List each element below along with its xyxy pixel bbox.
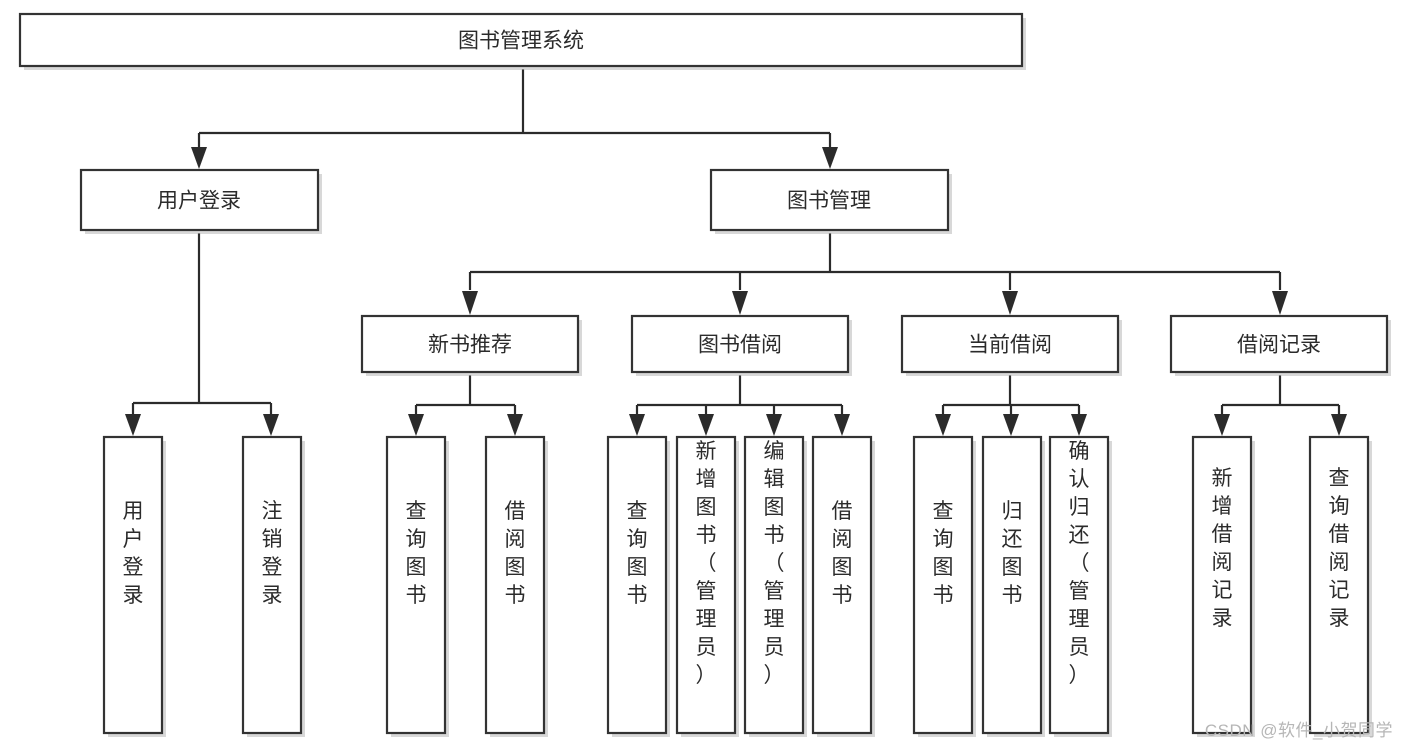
leaf-query-record-label: 查询借阅记录: [1329, 467, 1350, 630]
arrow-to-leaf-logout: [263, 414, 279, 436]
node-root[interactable]: 图书管理系统: [18, 12, 1026, 70]
arrow-to-leaf-user-login: [125, 414, 141, 436]
leaf-borrow-book-2-label: 借阅图书: [832, 500, 853, 607]
leaf-node-query-book-3[interactable]: 查询图书: [912, 435, 976, 737]
leaf-edit-book-admin-label: 编辑图书（管理员）: [764, 440, 785, 687]
arrow-to-leaf-query-book-2: [629, 414, 645, 436]
arrow-to-book-manage: [822, 147, 838, 169]
leaf-return-book-box[interactable]: [981, 435, 1043, 735]
leaf-query-book-1-label: 查询图书: [406, 500, 427, 607]
edge-root-to-level2-bus: [197, 69, 832, 150]
arrow-to-leaf-edit-book-admin: [766, 414, 782, 436]
leaf-edit-book-admin-box[interactable]: [743, 435, 805, 735]
leaf-logout-box[interactable]: [241, 435, 303, 735]
new-book-rec-box[interactable]: [360, 314, 580, 374]
edge-bookborrow-to-leaves-bus: [635, 375, 844, 418]
arrow-to-leaf-query-book-3: [935, 414, 951, 436]
node-current-borrow[interactable]: 当前借阅: [900, 314, 1122, 376]
leaf-confirm-return-admin-box[interactable]: [1048, 435, 1110, 735]
user-login-box[interactable]: [79, 168, 320, 232]
leaf-add-record-label: 新增借阅记录: [1212, 467, 1233, 630]
leaf-add-record-box[interactable]: [1191, 435, 1253, 735]
leaf-query-record-box[interactable]: [1308, 435, 1370, 735]
leaf-node-return-book[interactable]: 归还图书: [981, 435, 1045, 737]
borrow-record-label: 借阅记录: [1237, 334, 1321, 357]
node-borrow-record[interactable]: 借阅记录: [1169, 314, 1391, 376]
node-new-book-rec[interactable]: 新书推荐: [360, 314, 582, 376]
leaf-user-login-label: 用户登录: [123, 500, 144, 607]
node-book-borrow[interactable]: 图书借阅: [630, 314, 852, 376]
arrow-to-leaf-add-book-admin: [698, 414, 714, 436]
arrow-to-leaf-query-record: [1331, 414, 1347, 436]
leaf-node-user-login[interactable]: 用户登录: [102, 435, 166, 737]
book-manage-label: 图书管理: [787, 190, 871, 213]
connectors-layer: [125, 69, 1347, 436]
leaf-node-borrow-book-2[interactable]: 借阅图书: [811, 435, 875, 737]
root-box[interactable]: [18, 12, 1024, 68]
leaf-query-book-3-label: 查询图书: [933, 500, 954, 607]
leaf-query-book-1-box[interactable]: [385, 435, 447, 735]
leaf-confirm-return-admin-label: 确认归还（管理员）: [1069, 440, 1090, 687]
leaf-add-book-admin-label: 新增图书（管理员）: [696, 440, 717, 687]
leaf-node-borrow-book-1[interactable]: 借阅图书: [484, 435, 548, 737]
book-borrow-box[interactable]: [630, 314, 850, 374]
current-borrow-box[interactable]: [900, 314, 1120, 374]
leaf-query-book-2-box[interactable]: [606, 435, 668, 735]
leaf-query-book-2-label: 查询图书: [627, 500, 648, 607]
leaf-node-edit-book-admin[interactable]: 编辑图书（管理员）: [743, 435, 807, 737]
arrow-to-leaf-borrow-book-2: [834, 414, 850, 436]
leaf-borrow-book-1-box[interactable]: [484, 435, 546, 735]
leaf-node-logout[interactable]: 注销登录: [241, 435, 305, 737]
node-user-login[interactable]: 用户登录: [79, 168, 322, 234]
leaf-node-query-record[interactable]: 查询借阅记录: [1308, 435, 1372, 737]
arrow-to-leaf-add-record: [1214, 414, 1230, 436]
leaf-borrow-book-1-label: 借阅图书: [505, 500, 526, 607]
edge-currentborrow-to-leaves-bus: [941, 375, 1081, 418]
leaf-borrow-book-2-box[interactable]: [811, 435, 873, 735]
arrow-to-book-borrow: [732, 291, 748, 315]
root-label: 图书管理系统: [458, 30, 584, 53]
borrow-record-box[interactable]: [1169, 314, 1389, 374]
edge-userlogin-to-leaves-bus: [131, 233, 273, 418]
edge-bookmanage-to-level3-bus: [468, 233, 1282, 290]
arrow-to-leaf-confirm-return-admin: [1071, 414, 1087, 436]
arrow-to-new-book-rec: [462, 291, 478, 315]
leaf-node-add-book-admin[interactable]: 新增图书（管理员）: [675, 435, 739, 737]
arrow-to-leaf-return-book: [1003, 414, 1019, 436]
book-manage-box[interactable]: [709, 168, 950, 232]
leaf-user-login-box[interactable]: [102, 435, 164, 735]
leaf-query-book-3-box[interactable]: [912, 435, 974, 735]
user-login-label: 用户登录: [157, 190, 241, 213]
leaf-node-confirm-return-admin[interactable]: 确认归还（管理员）: [1048, 435, 1112, 737]
current-borrow-label: 当前借阅: [968, 334, 1052, 357]
book-borrow-label: 图书借阅: [698, 334, 782, 357]
arrow-to-user-login: [191, 147, 207, 169]
new-book-rec-label: 新书推荐: [428, 334, 512, 357]
arrow-to-leaf-borrow-book-1: [507, 414, 523, 436]
edge-borrowrecord-to-leaves-bus: [1220, 375, 1341, 418]
arrow-to-leaf-query-book-1: [408, 414, 424, 436]
arrow-to-current-borrow: [1002, 291, 1018, 315]
node-book-manage[interactable]: 图书管理: [709, 168, 952, 234]
leaf-add-book-admin-box[interactable]: [675, 435, 737, 735]
leaf-return-book-label: 归还图书: [1002, 500, 1023, 607]
leaf-node-query-book-1[interactable]: 查询图书: [385, 435, 449, 737]
leaf-logout-label: 注销登录: [262, 500, 283, 607]
leaf-node-query-book-2[interactable]: 查询图书: [606, 435, 670, 737]
edge-newbook-to-leaves-bus: [414, 375, 517, 418]
arrow-to-borrow-record: [1272, 291, 1288, 315]
leaf-node-add-record[interactable]: 新增借阅记录: [1191, 435, 1255, 737]
